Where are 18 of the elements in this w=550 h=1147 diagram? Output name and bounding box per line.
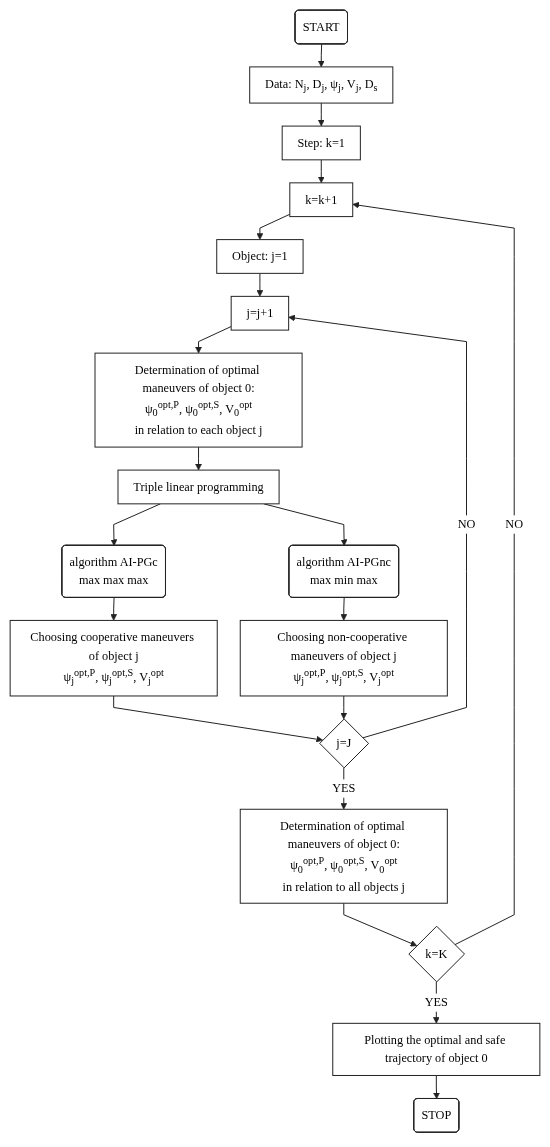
terminal-box: STOP — [413, 1098, 460, 1133]
terminal-box: algorithm AI-PGc max max max — [61, 544, 166, 598]
decision-diamond: j=J — [319, 718, 370, 769]
edge-label: YES — [332, 779, 356, 798]
process-box: Plotting the optimal and safe trajectory of object 0 — [332, 1022, 541, 1076]
process-box: Object: j=1 — [216, 239, 304, 274]
process-box: k=k+1 — [289, 182, 354, 218]
decision-diamond: k=K — [408, 925, 466, 983]
edge-label: YES — [424, 993, 448, 1012]
process-box: j=j+1 — [230, 295, 290, 331]
edge-label: NO — [457, 515, 476, 534]
process-box: Step: k=1 — [281, 125, 361, 161]
terminal-box: algorithm AI-PGnc max min max — [288, 544, 400, 598]
terminal-box: START — [294, 9, 348, 45]
arrow — [256, 272, 264, 297]
edge-label: NO — [505, 515, 524, 534]
process-box: Triple linear programming — [117, 469, 280, 505]
process-box: Data: N$_{j}$, D$_{j}$, ψ$_{j}$, V$_{j}$, D$_{s}$ — [249, 66, 394, 104]
